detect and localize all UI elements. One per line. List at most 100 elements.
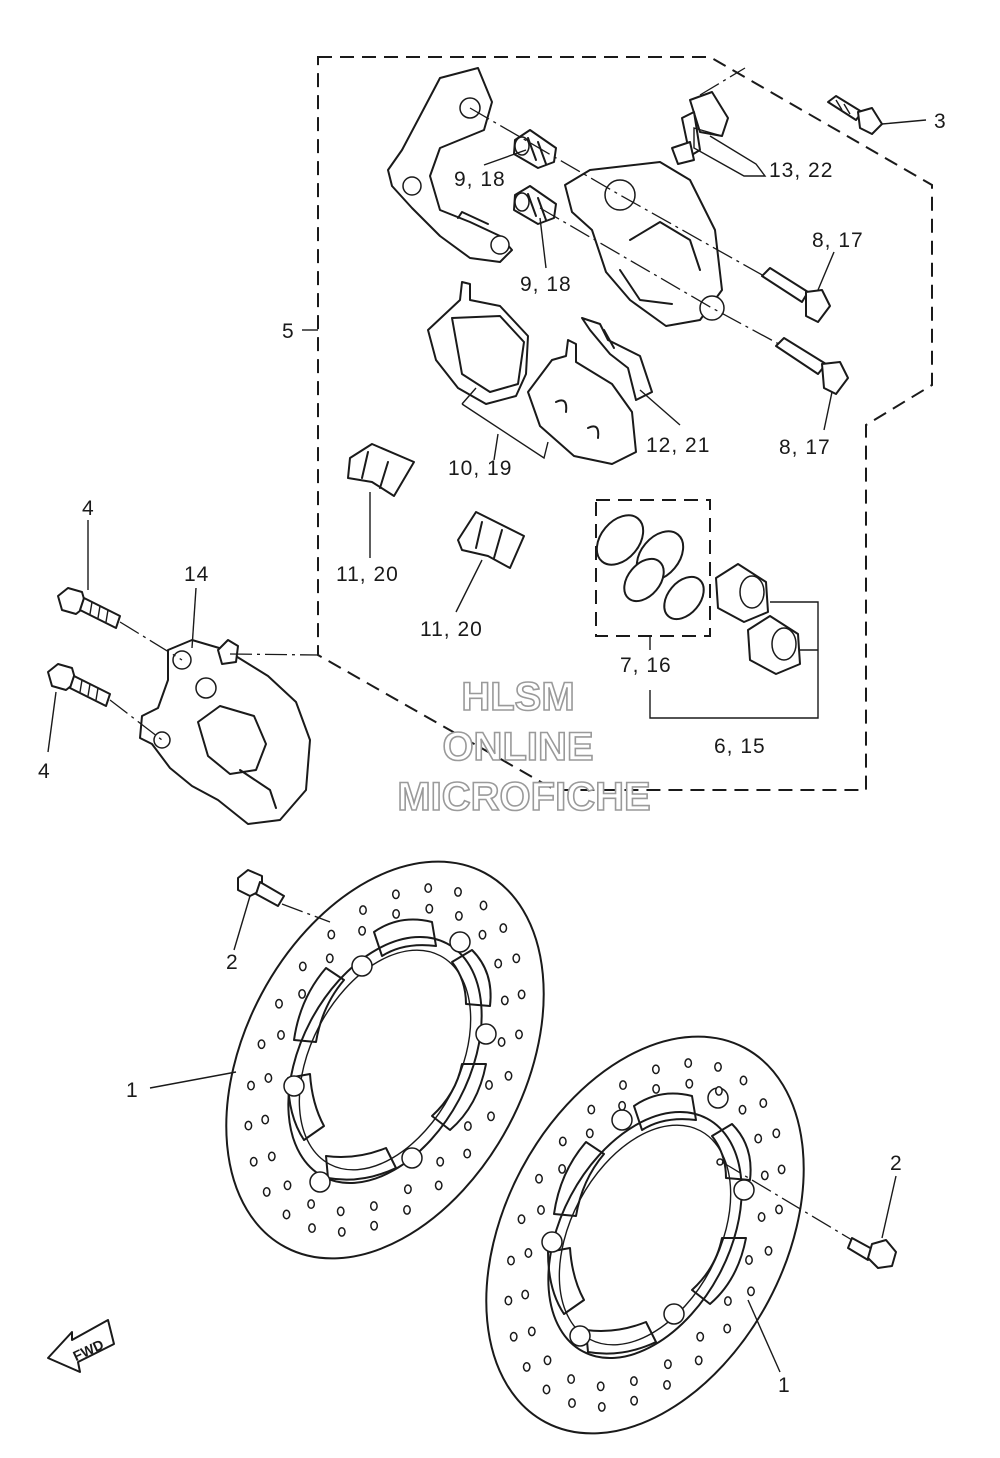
pad-spring bbox=[581, 317, 653, 401]
drilled-hole bbox=[275, 998, 283, 1009]
drilled-hole bbox=[651, 1064, 660, 1075]
drilled-hole bbox=[524, 1248, 533, 1258]
bracket-6-15 bbox=[649, 601, 819, 719]
drilled-hole bbox=[535, 1173, 543, 1184]
drilled-hole bbox=[497, 1037, 506, 1047]
watermark-line-3: MICROFICHE bbox=[397, 775, 650, 819]
callout-4-a: 4 bbox=[82, 497, 95, 520]
drilled-hole bbox=[504, 1295, 513, 1306]
drilled-hole bbox=[499, 923, 508, 934]
drilled-hole bbox=[739, 1075, 748, 1086]
drilled-hole bbox=[327, 929, 336, 940]
drilled-hole bbox=[487, 1111, 495, 1122]
callout-labels: 3 13, 22 9, 18 9, 18 8, 17 8, 17 5 12, 2… bbox=[38, 110, 946, 1397]
leader-1-b bbox=[747, 1299, 781, 1373]
callout-2-b: 2 bbox=[890, 1152, 903, 1175]
drilled-hole bbox=[738, 1104, 747, 1115]
drilled-hole bbox=[714, 1061, 722, 1072]
disc-right-holes bbox=[504, 1058, 786, 1412]
brake-pad-rear bbox=[527, 339, 637, 465]
chain-to-assembly bbox=[229, 653, 319, 656]
drilled-hole bbox=[391, 889, 400, 900]
drilled-hole bbox=[777, 1164, 786, 1175]
disc-screw-right bbox=[847, 1237, 897, 1269]
drilled-hole bbox=[454, 910, 463, 921]
drilled-hole bbox=[652, 1083, 661, 1094]
drilled-hole bbox=[522, 1361, 531, 1372]
drilled-hole bbox=[282, 1209, 291, 1220]
brake-disc-left bbox=[225, 860, 545, 1260]
watermark-line-1: HLSM bbox=[461, 675, 574, 719]
callout-13-22: 13, 22 bbox=[769, 159, 833, 182]
drilled-hole bbox=[509, 1331, 518, 1342]
callout-9-18-b: 9, 18 bbox=[520, 273, 572, 296]
piston-upper bbox=[715, 563, 769, 623]
drilled-hole bbox=[764, 1245, 773, 1256]
drilled-hole bbox=[463, 1148, 472, 1159]
drilled-hole bbox=[630, 1395, 639, 1406]
drilled-hole bbox=[515, 1029, 523, 1040]
axis-bolt-4a bbox=[119, 621, 183, 661]
drilled-hole bbox=[517, 1214, 526, 1225]
drilled-hole bbox=[434, 1180, 443, 1191]
callout-5: 5 bbox=[282, 320, 295, 343]
drilled-hole bbox=[436, 1156, 445, 1167]
callout-14: 14 bbox=[184, 563, 209, 586]
pin-bolt-lower bbox=[775, 337, 849, 395]
drilled-hole bbox=[359, 905, 367, 916]
piston-lower bbox=[747, 615, 801, 675]
seal-kit bbox=[595, 499, 711, 637]
drilled-hole bbox=[478, 929, 487, 940]
drilled-hole bbox=[500, 995, 509, 1006]
drilled-hole bbox=[336, 1206, 345, 1217]
callout-11-20-b: 11, 20 bbox=[420, 618, 483, 641]
leader-8-17-a bbox=[817, 251, 835, 291]
drilled-hole bbox=[494, 958, 503, 969]
drilled-hole bbox=[558, 1163, 567, 1174]
leader-2-b bbox=[881, 1175, 897, 1239]
drilled-hole bbox=[618, 1100, 627, 1111]
pad-clip-right bbox=[457, 511, 525, 569]
drilled-hole bbox=[257, 1039, 266, 1050]
bleed-screw bbox=[671, 91, 729, 165]
drilled-hole bbox=[537, 1205, 545, 1215]
callout-2-a: 2 bbox=[226, 951, 239, 974]
caliper-bracket bbox=[387, 67, 513, 263]
drilled-hole bbox=[261, 1114, 270, 1125]
callout-11-20-a: 11, 20 bbox=[336, 563, 399, 586]
leader-3 bbox=[881, 119, 927, 125]
drilled-hole bbox=[772, 1128, 781, 1139]
drilled-hole bbox=[723, 1323, 732, 1334]
pin-bolt-upper bbox=[761, 267, 831, 323]
callout-1-a: 1 bbox=[126, 1079, 139, 1102]
drilled-hole bbox=[587, 1104, 596, 1115]
drilled-hole bbox=[747, 1286, 755, 1297]
drilled-hole bbox=[479, 900, 488, 911]
drilled-hole bbox=[596, 1381, 605, 1392]
drilled-hole bbox=[424, 883, 433, 894]
drilled-hole bbox=[558, 1136, 567, 1147]
leader-14 bbox=[191, 587, 197, 649]
caliper-body-upper bbox=[564, 161, 725, 327]
drilled-hole bbox=[760, 1170, 769, 1181]
drilled-hole bbox=[521, 1289, 530, 1300]
leader-4-b bbox=[47, 691, 57, 753]
callout-8-17-a: 8, 17 bbox=[812, 229, 864, 252]
axis-line-1 bbox=[469, 107, 781, 286]
drilled-hole bbox=[684, 1058, 693, 1069]
pad-clip-left bbox=[347, 443, 415, 497]
brake-pad-front bbox=[427, 281, 529, 405]
drilled-hole bbox=[249, 1156, 258, 1167]
drilled-hole bbox=[325, 953, 334, 964]
drilled-hole bbox=[663, 1379, 671, 1390]
leader-8-17-b bbox=[823, 391, 833, 431]
drilled-hole bbox=[757, 1212, 766, 1222]
drilled-hole bbox=[358, 925, 367, 936]
drilled-hole bbox=[568, 1398, 576, 1409]
drilled-hole bbox=[267, 1151, 276, 1162]
callout-10-19: 10, 19 bbox=[448, 457, 512, 480]
brake-disc-right bbox=[485, 1035, 805, 1435]
watermark: HLSM ONLINE MICROFICHE bbox=[397, 674, 652, 820]
drilled-hole bbox=[723, 1296, 732, 1307]
